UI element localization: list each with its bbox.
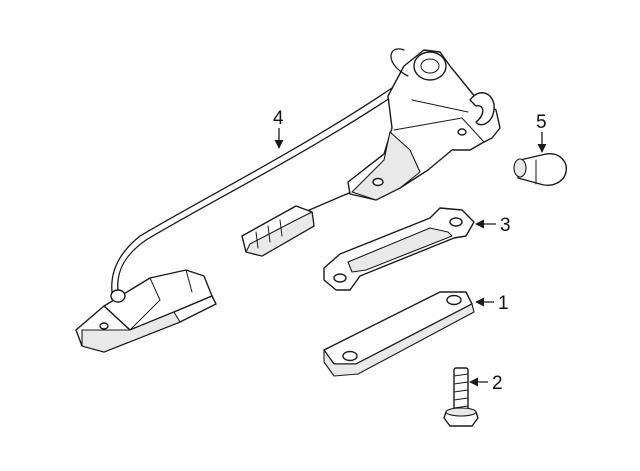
- lens-side: [323, 303, 475, 377]
- part-3-gasket: [323, 207, 475, 291]
- connector-detail: [255, 219, 283, 249]
- callout-4: 4: [273, 108, 284, 129]
- bracket-ridge: [393, 117, 485, 143]
- harness-wire-inner: [117, 93, 397, 291]
- bulb-glass: [517, 153, 567, 186]
- socket-ring-inner: [420, 58, 440, 74]
- bulb-base: [513, 158, 527, 178]
- lens-hole-right: [446, 294, 462, 306]
- callout-3: 3: [500, 215, 511, 236]
- harness-wire: [111, 87, 393, 293]
- connector-side: [245, 211, 315, 257]
- part-5-bulb: [513, 153, 567, 186]
- bracket-hole-upper: [457, 128, 467, 136]
- lens-hole-left: [342, 350, 358, 362]
- part-1-lens-cover: [323, 291, 475, 377]
- bracket-hole-lower: [372, 177, 384, 187]
- gasket-hole-left: [333, 273, 347, 283]
- lamp-hole: [99, 322, 109, 330]
- socket-lead: [390, 48, 409, 77]
- lamp-housing-edge: [129, 269, 193, 331]
- part-2-screw: [443, 367, 479, 427]
- part-4-lamp-harness: [75, 48, 501, 353]
- bracket-hook: [469, 92, 495, 126]
- socket-ring: [413, 51, 447, 81]
- callout-1: 1: [498, 293, 509, 314]
- gasket-window: [347, 227, 453, 273]
- callout-5: 5: [536, 112, 547, 133]
- connector-lead: [299, 189, 357, 215]
- callout-2: 2: [492, 373, 503, 394]
- bracket-ridge-2: [411, 99, 469, 113]
- screw-head-face: [445, 407, 477, 417]
- screw-threads: [453, 373, 469, 409]
- bracket-face: [351, 131, 421, 201]
- gasket-hole-right: [449, 217, 463, 227]
- lamp-socket-left: [110, 289, 126, 303]
